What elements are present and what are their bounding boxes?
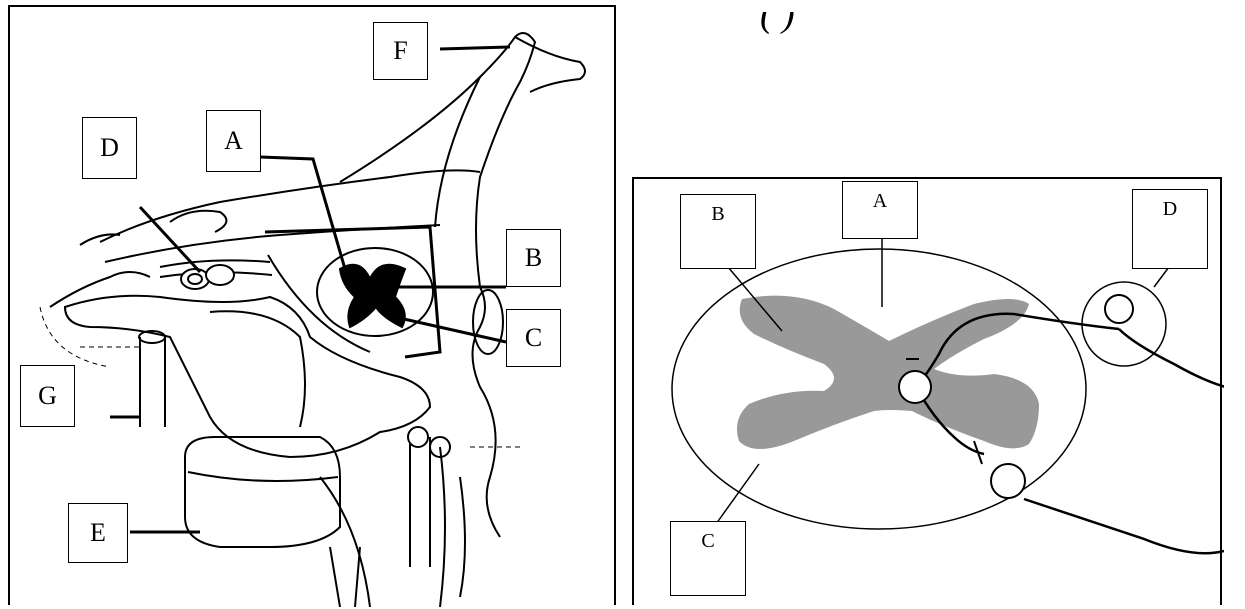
gray-matter [737,296,1039,449]
label-c-text: C [701,530,714,553]
label-a: A [842,181,918,239]
label-c-text: C [525,323,542,353]
label-c: C [670,521,746,596]
label-d-text: D [100,133,119,163]
anatomy-leader-lines [110,47,510,532]
sensory-neuron-cell [1105,295,1133,323]
label-a: A [206,110,261,172]
label-d: D [82,117,137,179]
label-f-text: F [393,36,407,66]
schematic-panel: A B C D [632,177,1222,605]
label-f: F [373,22,428,80]
ganglion-outline [1082,282,1166,366]
label-b: B [680,194,756,269]
motor-neuron-cell [991,464,1025,498]
label-a-text: A [873,190,887,213]
label-g: G [20,365,75,427]
label-d-text: D [1163,198,1177,221]
label-b: B [506,229,561,287]
cropped-caption: ( ) [760,0,795,36]
label-b-text: B [525,243,542,273]
label-d: D [1132,189,1208,269]
label-c: C [506,309,561,367]
caption-text: ( ) [760,0,795,35]
label-e-text: E [90,518,106,548]
interneuron-cell [899,371,931,403]
label-e: E [68,503,128,563]
anatomy-panel: F D A B C G E [8,5,616,605]
label-g-text: G [38,381,57,411]
label-b-text: B [711,203,724,226]
label-a-text: A [224,126,243,156]
